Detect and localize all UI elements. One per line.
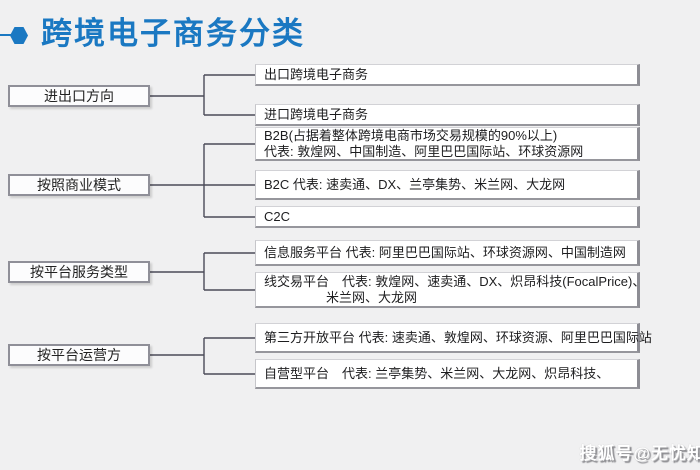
node-text-line2: 代表: 敦煌网、中国制造、阿里巴巴国际站、环球资源网: [264, 143, 584, 159]
hexagon-bullet-icon: [10, 27, 28, 44]
category-box-platform-operator: 按平台运营方: [8, 344, 150, 366]
node-export-cross-border-ecommerce: 出口跨境电子商务: [255, 64, 640, 86]
node-c2c: C2C: [255, 206, 640, 228]
node-text: 信息服务平台 代表: 阿里巴巴国际站、环球资源网、中国制造网: [264, 244, 626, 260]
sohu-watermark: 搜狐号@无忧知: [579, 444, 700, 463]
node-self-operated-platform: 自营型平台 代表: 兰亭集势、米兰网、大龙网、炽昂科技、: [255, 359, 640, 389]
node-text: 进口跨境电子商务: [264, 106, 369, 122]
title-tick-line: [0, 34, 11, 36]
node-information-service-platform: 信息服务平台 代表: 阿里巴巴国际站、环球资源网、中国制造网: [255, 240, 640, 266]
node-third-party-open-platform: 第三方开放平台 代表: 速卖通、敦煌网、环球资源、阿里巴巴国际站: [255, 323, 652, 353]
category-box-import-export-direction: 进出口方向: [8, 85, 150, 107]
node-text: 第三方开放平台 代表: 速卖通、敦煌网、环球资源、阿里巴巴国际站: [264, 329, 652, 345]
node-b2c: B2C 代表: 速卖通、DX、兰亭集势、米兰网、大龙网: [255, 170, 640, 200]
category-label: 进出口方向: [44, 88, 114, 104]
node-text-line1: 线交易平台 代表: 敦煌网、速卖通、DX、炽昂科技(FocalPrice)、: [264, 273, 646, 289]
node-text: 出口跨境电子商务: [264, 66, 369, 82]
node-b2b: B2B(占据着整体跨境电商市场交易规模的90%以上) 代表: 敦煌网、中国制造、…: [255, 127, 640, 161]
node-text-line2: 米兰网、大龙网: [326, 289, 418, 305]
node-text-line1: B2B(占据着整体跨境电商市场交易规模的90%以上): [264, 127, 558, 143]
page-title: 跨境电子商务分类: [41, 16, 305, 51]
category-label: 按平台运营方: [37, 347, 121, 363]
node-import-cross-border-ecommerce: 进口跨境电子商务: [255, 104, 640, 126]
node-text: B2C 代表: 速卖通、DX、兰亭集势、米兰网、大龙网: [264, 176, 566, 192]
node-text: C2C: [264, 208, 291, 224]
node-text: 自营型平台 代表: 兰亭集势、米兰网、大龙网、炽昂科技、: [264, 365, 610, 381]
category-label: 按平台服务类型: [30, 264, 128, 280]
category-box-platform-service-type: 按平台服务类型: [8, 261, 150, 283]
node-online-trading-platform: 线交易平台 代表: 敦煌网、速卖通、DX、炽昂科技(FocalPrice)、 米…: [255, 272, 646, 308]
category-label: 按照商业模式: [37, 177, 121, 193]
category-box-business-model: 按照商业模式: [8, 174, 150, 196]
